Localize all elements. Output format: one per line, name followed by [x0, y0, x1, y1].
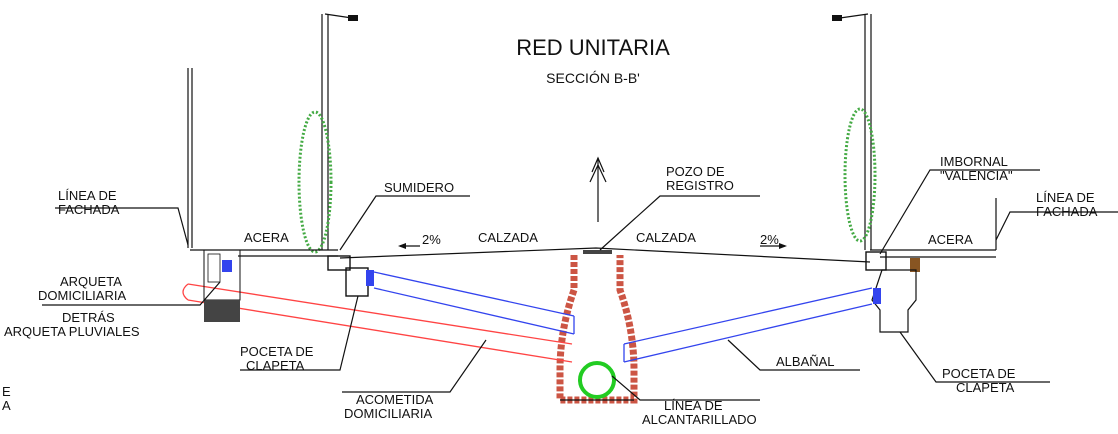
sumidero-left [327, 255, 374, 297]
label-linea-fachada-left: LÍNEA DE FACHADA [58, 188, 120, 217]
albanal-pipe-left [373, 271, 575, 335]
label-linea-alcantarillado: LÍNEA DE ALCANTARILLADO [642, 398, 757, 427]
label-arqueta-domiciliaria: ARQUETA DOMICILIARIA [38, 274, 126, 303]
diagram-title: RED UNITARIA [516, 35, 670, 60]
leader-acometida [342, 339, 487, 393]
road-surface [339, 247, 871, 263]
diagram-subtitle: SECCIÓN B-B' [546, 70, 640, 86]
albanal-pipe-right [623, 287, 873, 363]
leader-linea-fachada-left [55, 207, 189, 246]
leader-alcantarillado [611, 375, 760, 401]
manhole-shaft [556, 250, 638, 404]
north-arrow-icon [589, 156, 607, 222]
label-albanal: ALBAÑAL [776, 354, 835, 369]
leader-poceta-right [899, 331, 1050, 383]
label-poceta-right: POCETA DE CLAPETA [942, 366, 1019, 395]
label-poceta-left: POCETA DE CLAPETA [240, 344, 317, 373]
label-acera-right: ACERA [928, 232, 973, 247]
leader-poceta-left [240, 295, 359, 371]
street-lamp-left [321, 13, 358, 250]
label-pozo-registro: POZO DE REGISTRO [666, 164, 734, 193]
slope-label-left: 2% [422, 232, 441, 247]
label-edge-left: E A [2, 384, 14, 413]
street-lamp-right [832, 13, 872, 250]
imbornal-right [865, 251, 917, 333]
arqueta-domiciliaria [203, 249, 241, 301]
label-calzada-left: CALZADA [478, 230, 538, 245]
leader-imbornal [879, 169, 1040, 255]
label-imbornal: IMBORNAL "VALENCIA" [940, 154, 1013, 183]
label-detras-arqueta: DETRÁS ARQUETA PLUVIALES [4, 310, 140, 339]
tree-right [843, 107, 877, 243]
arqueta-pluviales [204, 300, 240, 322]
slope-arrow-left [398, 243, 420, 249]
sidewalk-right [870, 249, 996, 272]
label-linea-fachada-right: LÍNEA DE FACHADA [1036, 190, 1098, 219]
leader-pozo [599, 195, 760, 251]
leader-arqueta [42, 281, 221, 306]
label-calzada-right: CALZADA [636, 230, 696, 245]
slope-label-right: 2% [760, 232, 779, 247]
tree-left [297, 110, 333, 254]
sewer-pipe-circle [578, 361, 616, 399]
leader-linea-fachada-right [995, 211, 1118, 241]
label-acometida: ACOMETIDA DOMICILIARIA [344, 392, 436, 421]
label-acera-left: ACERA [244, 230, 289, 245]
slope-arrow-right [760, 243, 787, 249]
leader-albanal [727, 339, 860, 371]
label-sumidero: SUMIDERO [384, 180, 454, 195]
leader-sumidero [339, 195, 470, 251]
acometida-pipe [182, 283, 573, 363]
